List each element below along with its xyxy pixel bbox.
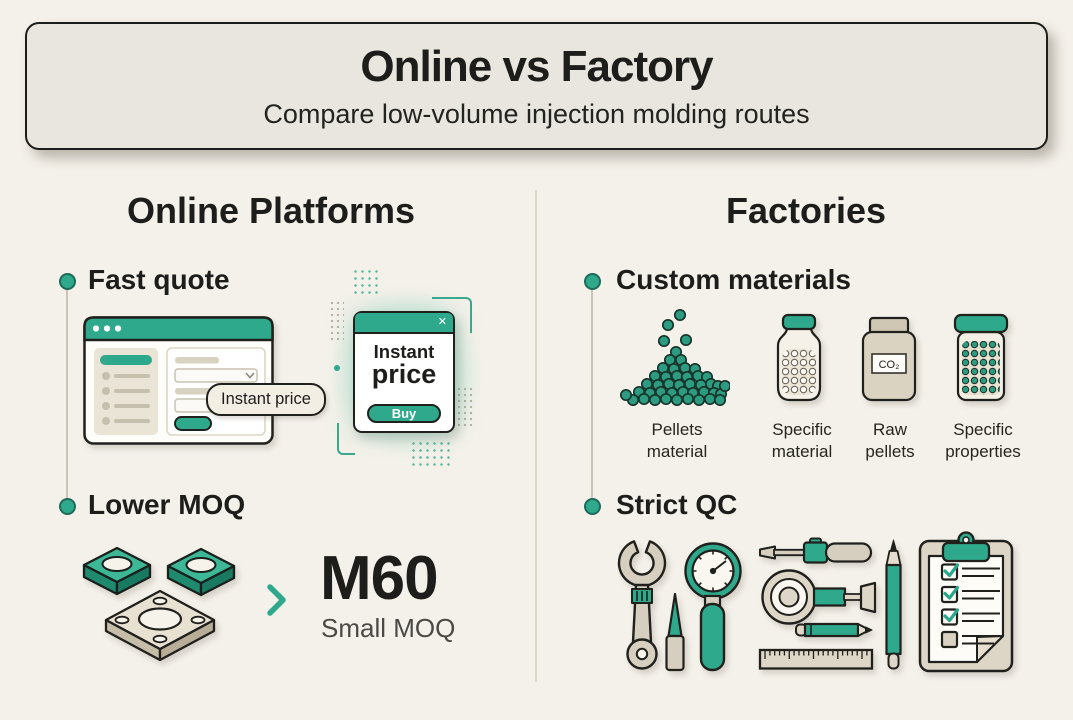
bullet-custom-materials [584,273,601,290]
material-caption: Specific material [771,420,833,461]
quote-browser-illustration [83,316,274,445]
moq-value: M60 [320,544,439,613]
material-jar-illustration [776,313,822,402]
right-column-title: Factories [725,190,887,231]
wrench-icon [617,540,667,670]
instant-price-popup: ✕ Instant price Buy [353,311,455,433]
corner-bracket-decor [337,423,355,455]
flange-plate [104,589,216,662]
close-icon: ✕ [437,316,447,328]
awl-icon [665,592,685,672]
moq-caption: Small MOQ [321,613,456,643]
browser-sidebar [94,348,158,435]
corner-bracket-decor [432,297,472,333]
green-nut [82,546,152,596]
dot-grid-decor [456,386,474,426]
co2-canister-illustration: CO₂ [861,316,917,402]
fast-quote-label: Fast quote [88,264,230,295]
green-nut [166,547,236,597]
buy-button: Buy [367,404,441,423]
canister-label [871,353,907,374]
chevron-right-icon [267,584,286,616]
dot-grid-decor [410,440,450,466]
column-divider [535,190,537,682]
bullet-strict-qc [584,498,601,515]
screwdriver-icon [759,537,873,564]
browser-titlebar [83,316,274,342]
material-caption: Pellets material [646,420,708,461]
material-caption: Specific properties [945,420,1021,461]
right-timeline-connector [591,288,593,500]
jar-lid [953,313,1009,334]
form-submit-button [174,416,212,431]
dot-decor [334,365,340,371]
molded-parts-illustration [82,546,236,662]
canister-lid [868,316,910,335]
header-card: Online vs Factory Compare low-volume inj… [25,22,1048,150]
left-column-title: Online Platforms [126,190,416,231]
canister-label-text: CO₂ [879,359,900,371]
qc-tools-illustration [617,531,1014,673]
popup-text-line1: Instant [373,341,435,362]
lower-moq-label: Lower MOQ [88,489,246,520]
form-dropdown [174,368,258,383]
gauge-icon [684,542,742,672]
dot-grid-decor [329,300,344,344]
popup-titlebar: ✕ [355,313,453,334]
clipboard-checklist-icon [918,531,1014,673]
chevron-down-icon [245,372,255,379]
vertical-pencil-icon [885,539,902,670]
custom-materials-label: Custom materials [616,264,851,295]
left-timeline-connector [66,288,68,500]
instant-price-tooltip: Instant price [206,383,326,416]
strict-qc-label: Strict QC [616,489,738,520]
material-caption: Raw pellets [865,420,915,461]
bullet-fast-quote [59,273,76,290]
page-subtitle: Compare low-volume injection molding rou… [263,99,810,129]
properties-jar-illustration [953,313,1009,402]
ruler-icon [758,648,874,670]
micrometer-icon [761,569,877,625]
dot-grid-decor [352,268,378,294]
popup-text-line2: price [371,359,437,390]
jar-lid [781,313,817,331]
pencil-icon [795,622,873,638]
browser-window-dots-icon [92,325,122,332]
bullet-lower-moq [59,498,76,515]
page-title: Online vs Factory [360,42,713,91]
pellet-pile-illustration [620,308,730,406]
